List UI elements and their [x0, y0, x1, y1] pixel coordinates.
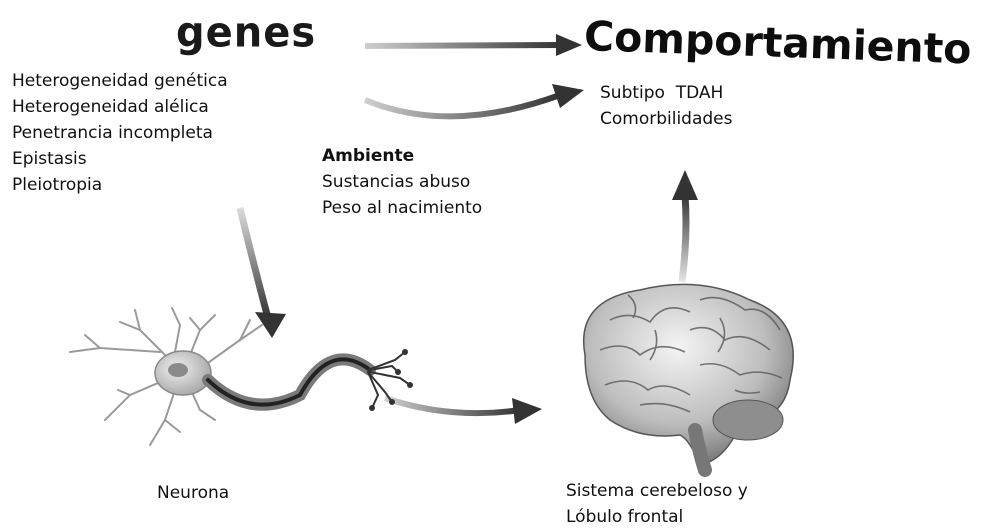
arrow-genes-to-neuron	[240, 208, 286, 338]
brain-label: Sistema cerebeloso y Lóbulo frontal	[566, 478, 748, 530]
genes-item: Heterogeneidad genética	[12, 68, 228, 94]
environment-title: Ambiente	[322, 143, 482, 169]
brain-label-line1: Sistema cerebeloso y	[566, 478, 748, 504]
behavior-list: Subtipo TDAH Comorbilidades	[600, 80, 733, 132]
brain-label-line2: Lóbulo frontal	[566, 504, 748, 530]
neuron-label: Neurona	[157, 480, 229, 506]
environment-item: Peso al nacimiento	[322, 195, 482, 221]
genes-item: Pleiotropia	[12, 172, 228, 198]
genes-item: Penetrancia incompleta	[12, 120, 228, 146]
arrow-environment-to-behavior	[365, 84, 584, 116]
genes-item: Heterogeneidad alélica	[12, 94, 228, 120]
arrow-genes-to-behavior	[365, 34, 582, 56]
arrow-brain-to-behavior	[672, 170, 698, 282]
arrow-neuron-to-brain	[385, 398, 542, 424]
environment-block: Ambiente Sustancias abuso Peso al nacimi…	[322, 143, 482, 221]
neuron-illustration	[70, 308, 413, 445]
behavior-item: Comorbilidades	[600, 106, 733, 132]
environment-item: Sustancias abuso	[322, 169, 482, 195]
genes-item: Epistasis	[12, 146, 228, 172]
behavior-item: Subtipo TDAH	[600, 80, 733, 106]
genes-list: Heterogeneidad genética Heterogeneidad a…	[12, 68, 228, 198]
brain-illustration	[584, 284, 794, 470]
genes-title: genes	[176, 9, 316, 57]
